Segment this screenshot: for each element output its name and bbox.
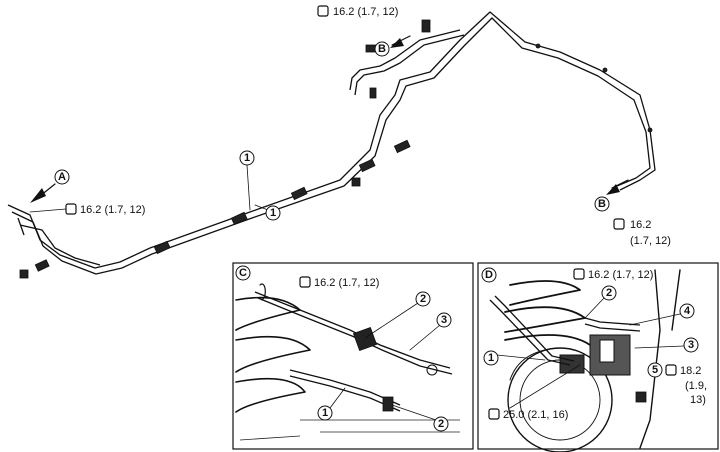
torque-value: (1.7, 12) bbox=[630, 235, 671, 247]
main-brake-pipes bbox=[7, 11, 656, 275]
callout-number: 1 bbox=[270, 207, 276, 219]
torque-value: 13) bbox=[690, 394, 706, 406]
torque-value: 16.2 bbox=[630, 219, 651, 231]
torque-wrench-icon bbox=[573, 268, 585, 280]
torque-value: 25.0 (2.1, 16) bbox=[503, 409, 568, 421]
callout-number: 1 bbox=[322, 407, 328, 419]
torque-wrench-icon bbox=[299, 276, 311, 288]
view-a-marker: A bbox=[30, 169, 70, 203]
torque-wrench-icon bbox=[665, 364, 677, 376]
direction-arrow-icon bbox=[606, 184, 620, 195]
view-b-marker-top: B bbox=[374, 35, 411, 57]
torque-value: 18.2 bbox=[680, 365, 701, 377]
torque-wrench-icon bbox=[613, 218, 625, 230]
view-b-marker-right: B bbox=[594, 179, 629, 212]
callout-number: 3 bbox=[688, 339, 694, 351]
detail-panel-d: D 16.2 (1.7, 12) 2 4 3 1 bbox=[477, 262, 719, 452]
callout-number: 2 bbox=[420, 293, 426, 305]
callout-number: 3 bbox=[441, 314, 447, 326]
torque-value: 16.2 (1.7, 12) bbox=[314, 277, 379, 289]
direction-arrow-icon bbox=[390, 38, 404, 48]
view-letter: C bbox=[239, 267, 247, 279]
pipe-clips bbox=[19, 19, 653, 279]
callout-1-lower: 1 bbox=[254, 204, 281, 221]
torque-value: (1.9, bbox=[685, 380, 707, 392]
view-letter: B bbox=[378, 43, 386, 55]
callout-number: 5 bbox=[652, 364, 658, 376]
torque-wrench-icon bbox=[65, 203, 77, 215]
torque-label-left: 16.2 (1.7, 12) bbox=[29, 203, 145, 216]
callout-1-upper: 1 bbox=[239, 150, 255, 211]
torque-value: 16.2 (1.7, 12) bbox=[80, 204, 145, 216]
view-letter: A bbox=[58, 171, 66, 183]
torque-wrench-icon bbox=[317, 5, 329, 17]
torque-value: 16.2 (1.7, 12) bbox=[588, 269, 653, 281]
callout-number: 2 bbox=[606, 287, 612, 299]
detail-panel-c: C 16.2 (1.7, 12) 2 3 1 2 bbox=[232, 262, 474, 450]
torque-label-right: 16.2 (1.7, 12) bbox=[613, 218, 671, 247]
callout-number: 1 bbox=[488, 352, 494, 364]
callout-number: 1 bbox=[244, 152, 250, 164]
view-letter: B bbox=[598, 198, 606, 210]
view-letter: D bbox=[485, 269, 493, 281]
torque-label-top: 16.2 (1.7, 12) bbox=[317, 5, 398, 18]
callout-number: 4 bbox=[684, 305, 691, 317]
callout-number: 2 bbox=[438, 418, 444, 430]
torque-wrench-icon bbox=[488, 408, 500, 420]
direction-arrow-icon bbox=[30, 188, 46, 203]
torque-value: 16.2 (1.7, 12) bbox=[333, 6, 398, 18]
